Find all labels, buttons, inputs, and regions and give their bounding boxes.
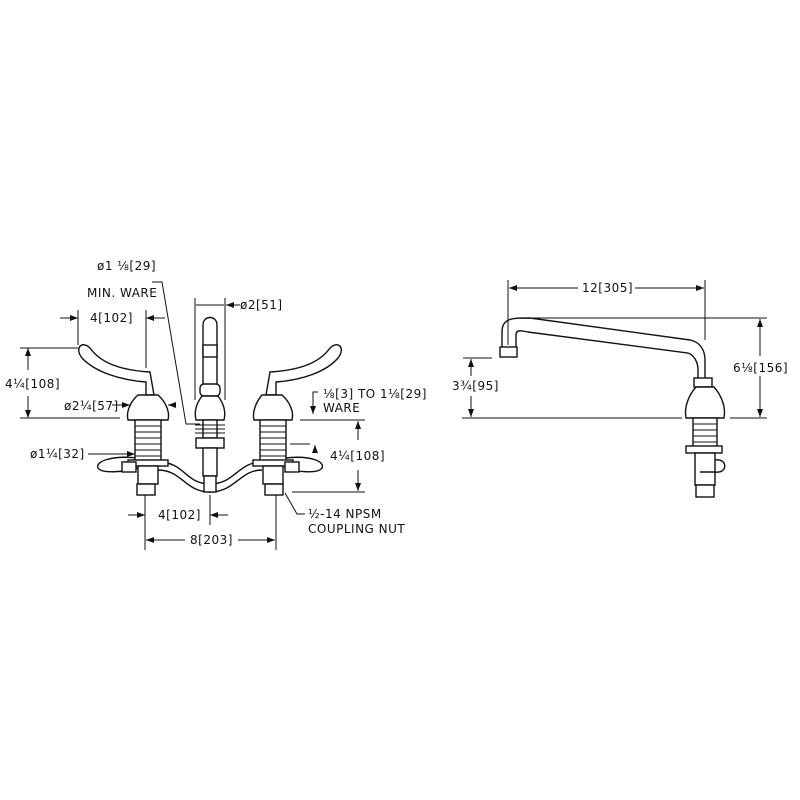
side-escutcheon [684,386,726,419]
spout-reach-label: 12[305] [582,281,633,295]
shank-length-label: 4¼[108] [330,449,385,463]
right-escutcheon [252,394,294,421]
min-ware-hole-label: ø1 ⅛[29] [97,259,156,273]
handle-height-label: 4¼[108] [5,377,60,391]
side-coupling-nut [695,484,715,498]
left-escutcheon [126,394,170,421]
spout-diameter-label: ø2[51] [240,298,283,312]
right-coupling-nut [264,483,284,496]
half-spacing-label: 4[102] [158,508,201,522]
handle-spacing-label: 4[102] [90,311,133,325]
left-lever-handle [78,344,155,396]
spout-aerator [499,346,518,358]
left-coupling-nut [136,483,156,496]
right-lever-handle [265,344,342,396]
front-view: 4[102] 4¼[108] ø2¼[57] ø1¼[32] ø1 ⅛[29] … [5,259,427,550]
ware-label: WARE [323,401,360,415]
min-ware-label: MIN. WARE [87,286,157,300]
min-ware-leader [152,281,200,425]
ware-thickness-label: ⅛[3] TO 1⅛[29] [323,387,427,401]
right-valve [252,344,342,496]
coupling-thread-label: ½-14 NPSM [308,507,382,521]
escutcheon-diameter-label: ø2¼[57] [64,399,119,413]
shank-diameter-label: ø1¼[32] [30,447,85,461]
left-valve [78,344,170,496]
spout-height-label: 6⅛[156] [733,361,788,375]
spout-clearance-label: 3¾[95] [452,379,499,393]
center-spacing-label: 8[203] [190,533,233,547]
side-view: 12[305] 3¾[95] 6⅛[156] [452,280,788,498]
center-spout [194,316,226,493]
long-spout [501,317,706,382]
coupling-nut-label: COUPLING NUT [308,522,405,536]
